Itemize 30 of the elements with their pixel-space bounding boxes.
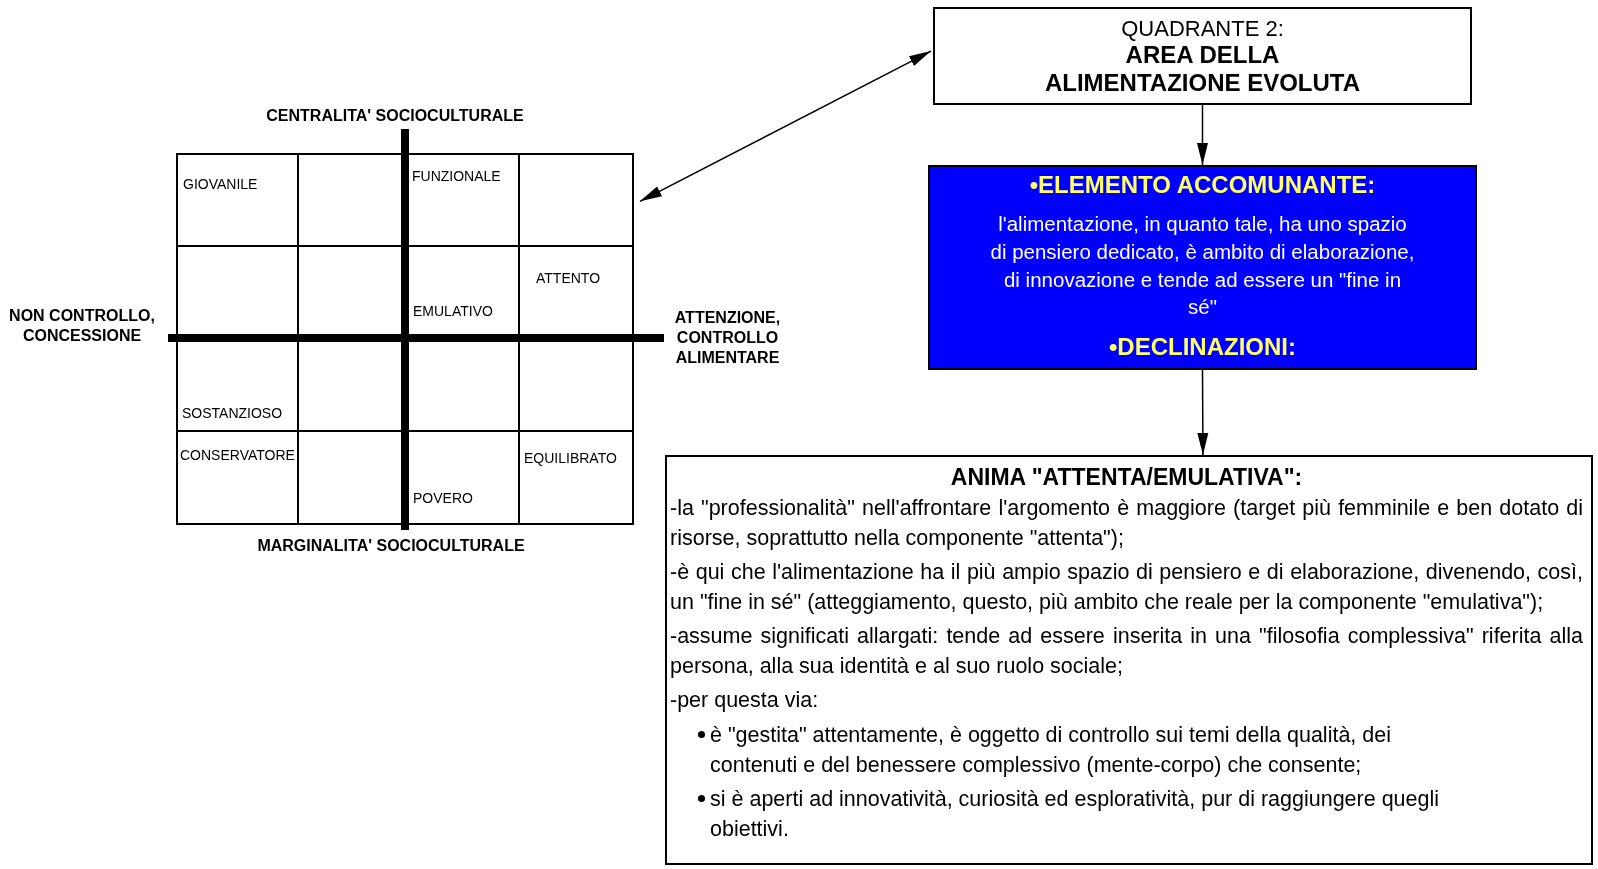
box-heading: •ELEMENTO ACCOMUNANTE: — [1029, 170, 1376, 200]
box-heading: •DECLINAZIONI: — [1108, 331, 1297, 362]
box-heading: ANIMA "ATTENTA/EMULATIVA": — [949, 463, 1304, 492]
cell-label: EMULATIVO — [413, 303, 493, 319]
text-box — [665, 455, 1593, 865]
cell-label: POVERO — [413, 490, 473, 506]
arrow — [1197, 104, 1208, 166]
arrow — [639, 50, 932, 203]
paragraph: -è qui che l'alimentazione ha il più ampio spazio di pensiero e di elaborazione, divenendo, così, un "fine in sé" (atteggiamento, questo, più ambito che reale per la componente "emulativa"); — [670, 559, 1583, 617]
box-subtitle: QUADRANTE 2: — [1121, 15, 1284, 42]
cell-label: FUNZIONALE — [412, 168, 501, 184]
paragraph: -assume significati allargati: tende ad essere inserita in una "filosofia complessiva" riferita alla persona, alla sua identità e al suo ruolo sociale; — [670, 623, 1583, 681]
cell-label: SOSTANZIOSO — [182, 405, 283, 421]
cell-label: ATTENTO — [536, 270, 601, 286]
box-text: l'alimentazione, in quanto tale, ha uno spazio di pensiero dedicato, è ambito di elaborazione, di innovazione e tende ad essere un "fine in sé" — [990, 211, 1415, 321]
arrow — [1197, 369, 1209, 456]
axis-label: ATTENZIONE, CONTROLLO ALIMENTARE — [673, 308, 782, 368]
box-title: AREA DELLA ALIMENTAZIONE EVOLUTA — [1043, 41, 1362, 97]
cell-label: CONSERVATORE — [180, 447, 295, 463]
cell-label: EQUILIBRATO — [524, 450, 617, 466]
highlight-box — [928, 165, 1477, 370]
axis-label: CENTRALITA' SOCIOCULTURALE — [265, 106, 525, 126]
paragraph: -la "professionalità" nell'affrontare l'argomento è maggiore (target più femminile e ben dotato di risorse, soprattutto nella componente "attenta"); — [670, 494, 1583, 552]
bullet-text: è "gestita" attentamente, è oggetto di controllo sui temi della qualità, dei contenuti e del benessere complessivo (mente-corpo) che consente; — [710, 721, 1392, 779]
axis-label: MARGINALITA' SOCIOCULTURALE — [256, 536, 526, 556]
title-box — [933, 7, 1472, 105]
axis-label: NON CONTROLLO, CONCESSIONE — [8, 306, 156, 346]
cell-label: GIOVANILE — [183, 176, 258, 192]
paragraph: -per questa via: — [670, 687, 820, 715]
bullet-text: si è aperti ad innovatività, curiosità ed esploratività, pur di raggiungere quegli obiettivi. — [710, 785, 1441, 843]
